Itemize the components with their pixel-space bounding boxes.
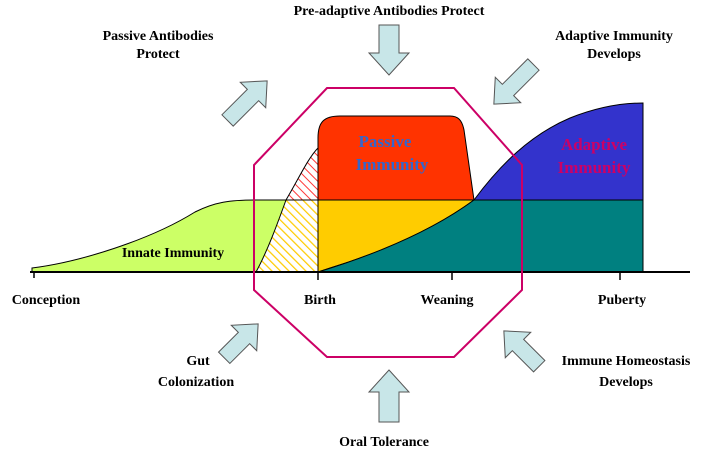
pre-adaptive-label: Pre-adaptive Antibodies Protect [294, 4, 485, 19]
immune-homeostasis-label-line2: Develops [599, 375, 653, 390]
arrow-up-bottom [367, 369, 411, 423]
homeostasis-region [317, 199, 644, 273]
passive-antibodies-label-line2: Protect [136, 47, 180, 62]
weaning-label: Weaning [421, 293, 474, 308]
adaptive-immunity-region [473, 102, 644, 201]
immune-homeostasis-label-line1: Immune Homeostasis [562, 354, 691, 369]
octagon-frame [253, 87, 523, 358]
passive-immunity-label-line1: Passive [359, 132, 412, 151]
arrow-down-top [367, 24, 411, 76]
conception-label: Conception [12, 293, 81, 308]
adaptive-develops-label-line2: Develops [587, 47, 641, 62]
arrow-diagonal-top-left [221, 80, 268, 127]
arrow-diagonal-top-right [493, 58, 540, 105]
arrow-diagonal-bottom-right [503, 330, 546, 373]
gut-colonization-label-line2: Colonization [158, 375, 234, 390]
arrow-diagonal-bottom-left [217, 323, 259, 365]
passive-immunity-region [317, 115, 475, 201]
passive-antibodies-label-line1: Passive Antibodies [103, 29, 214, 44]
prenatal-hatched-region [255, 199, 319, 273]
puberty-label: Puberty [598, 293, 646, 308]
passive-immunity-label-line2: Immunity [356, 155, 429, 174]
adaptive-develops-label-line1: Adaptive Immunity [555, 29, 673, 44]
oral-tolerance-label: Oral Tolerance [339, 435, 429, 450]
pre-adaptive-hatched-region [285, 146, 319, 201]
adaptive-immunity-label-line2: Immunity [558, 158, 631, 177]
innate-immunity-label: Innate Immunity [122, 246, 224, 261]
gut-colonization-label-line1: Gut [186, 354, 210, 369]
adaptive-immunity-label-line1: Adaptive [561, 135, 628, 154]
birth-label: Birth [304, 293, 336, 308]
